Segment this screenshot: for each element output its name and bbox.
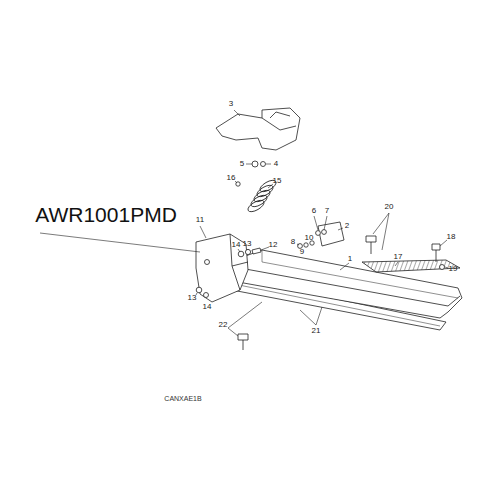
- callout-number: 14: [232, 241, 241, 249]
- callout-number: 10: [305, 234, 314, 242]
- callout-number: 1: [348, 255, 352, 263]
- callout-number: 13: [188, 294, 197, 302]
- part-number: AWR1001PMD: [35, 204, 177, 225]
- callout-number: 3: [229, 100, 233, 108]
- callout-number: 13: [243, 240, 252, 248]
- callout-number: 18: [447, 233, 456, 241]
- callout-number: 16: [227, 174, 236, 182]
- callout-number: 19: [449, 265, 458, 273]
- callout-number: 9: [300, 248, 304, 256]
- callout-number: 6: [312, 207, 316, 215]
- callout-number: 4: [274, 160, 278, 168]
- callout-number: 5: [240, 160, 244, 168]
- callout-number: 17: [394, 253, 403, 261]
- callout-number: 21: [312, 327, 321, 335]
- callout-number: 8: [291, 238, 295, 246]
- callout-number: 15: [273, 177, 282, 185]
- callout-number: 20: [385, 203, 394, 211]
- callout-number: 14: [203, 303, 212, 311]
- callout-number: 2: [345, 222, 349, 230]
- callout-number: 12: [269, 241, 278, 249]
- callout-number: 11: [196, 216, 204, 224]
- callout-number: 7: [325, 207, 329, 215]
- callout-number: 22: [219, 321, 228, 329]
- figure-code: CANXAE1B: [164, 395, 201, 402]
